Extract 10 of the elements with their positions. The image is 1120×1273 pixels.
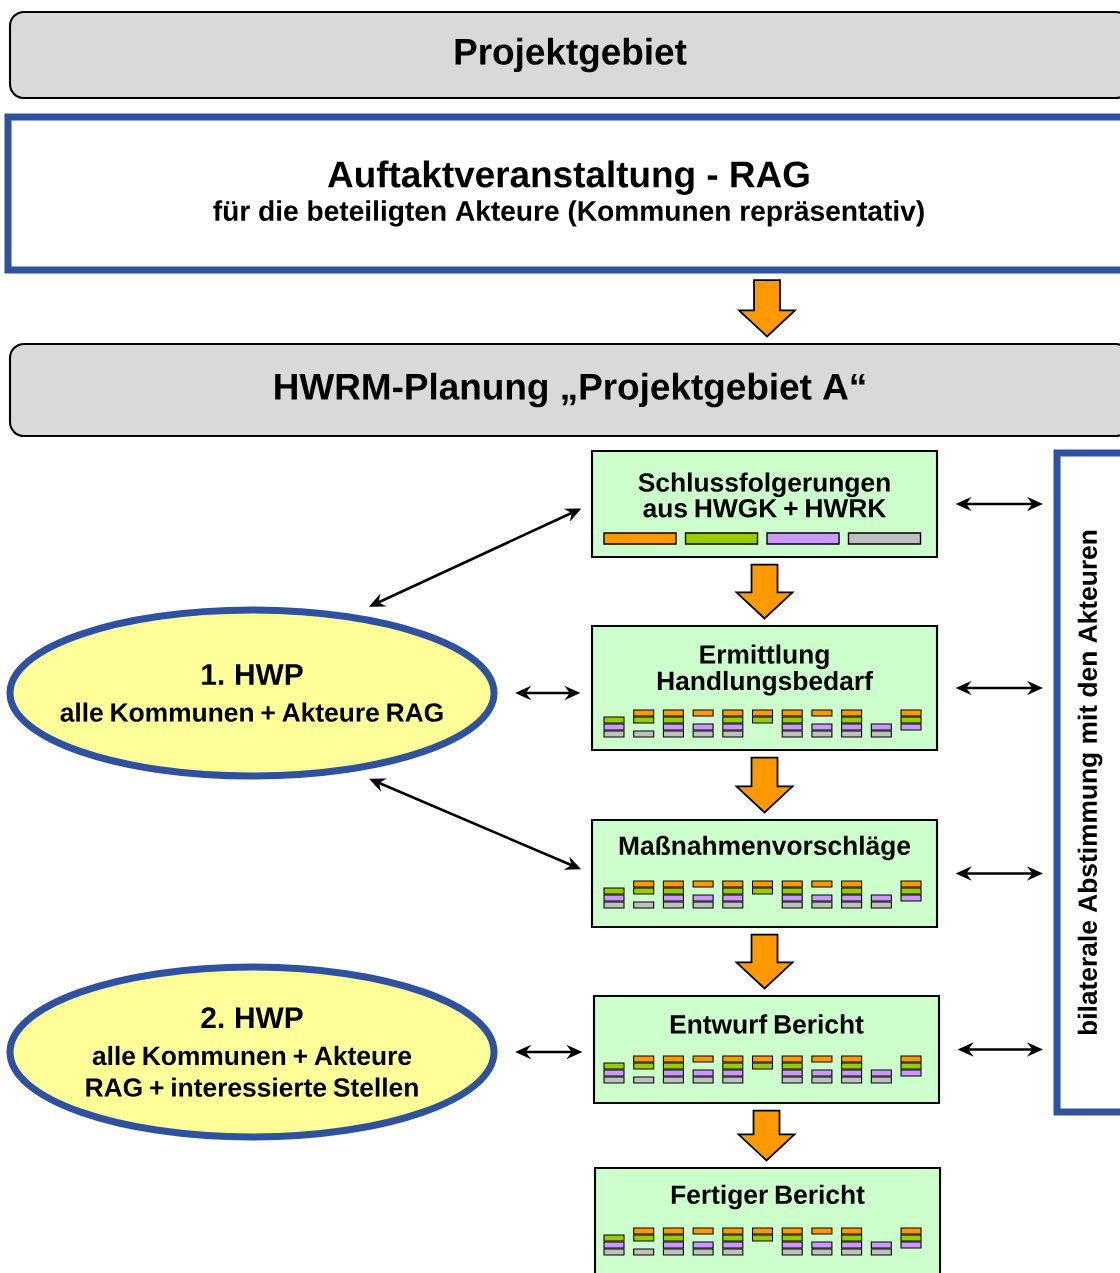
block-arrow <box>736 1109 797 1162</box>
block-arrow <box>734 756 795 814</box>
title-band: Projektgebiet <box>8 10 1120 100</box>
block-arrow <box>736 279 798 338</box>
event-box: Auftaktveranstaltung - RAG für die beteiligten Akteure (Kommunen repräsentativ) <box>4 113 1120 274</box>
block-arrow <box>734 563 795 620</box>
block-arrow <box>734 933 795 990</box>
side-panel: bilaterale Abstimmung mit den Akteuren <box>1053 449 1120 1116</box>
process-box: Schlussfolgerungen aus HWGK + HWRK <box>590 449 939 559</box>
title-band: HWRM-Planung „Projektgebiet A“ <box>8 342 1120 438</box>
